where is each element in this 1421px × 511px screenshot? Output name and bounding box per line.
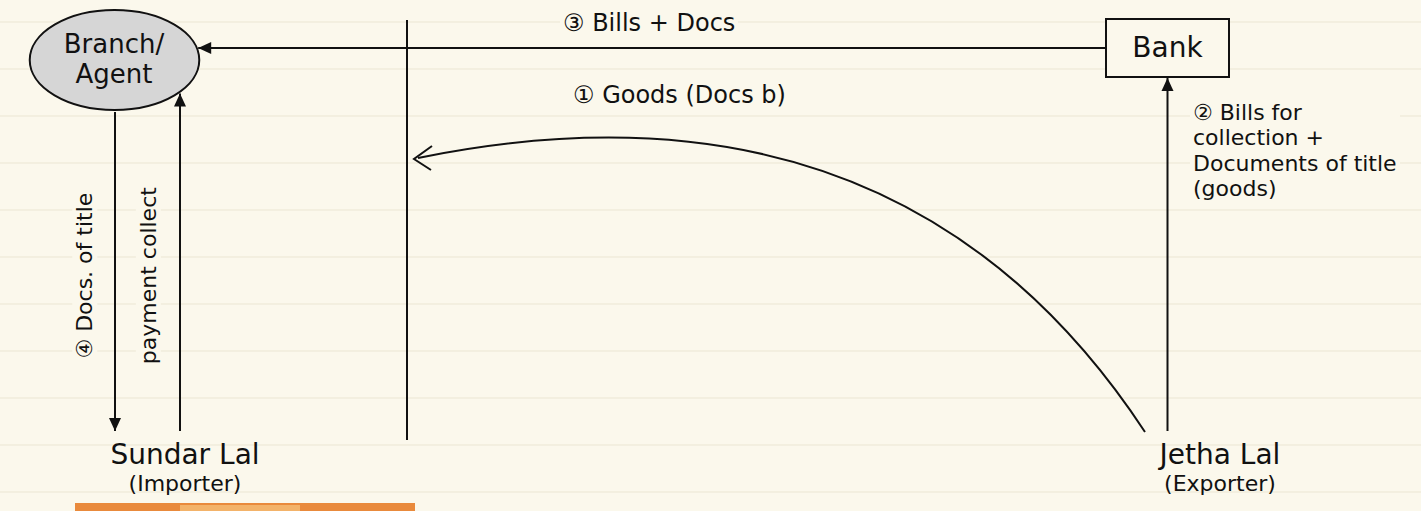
arrowhead bbox=[109, 418, 121, 431]
agent-ellipse: Branch/ Agent bbox=[28, 8, 201, 112]
photo-inset bbox=[75, 503, 415, 511]
arrowhead bbox=[1162, 78, 1174, 91]
flow-arrow bbox=[1162, 78, 1174, 431]
node-title: Branch/ Agent bbox=[58, 30, 170, 90]
ellipse-shape bbox=[29, 10, 199, 110]
callout-label: ① Goods (Docs b) bbox=[570, 82, 789, 110]
flow-arrow bbox=[198, 42, 1105, 54]
edge-label: ③ Bills + Docs bbox=[560, 10, 738, 38]
arrow-line bbox=[1167, 78, 1169, 431]
node-title: Jetha Lal bbox=[1160, 439, 1281, 471]
node-subtitle: (Exporter) bbox=[1164, 471, 1276, 496]
node-title: Bank bbox=[1132, 32, 1202, 64]
importer-node: Sundar Lal(Importer) bbox=[95, 435, 275, 501]
arrowhead bbox=[198, 42, 211, 54]
border-line bbox=[406, 20, 408, 440]
photo-inset-light bbox=[180, 505, 300, 511]
flow-arrow bbox=[109, 112, 121, 431]
flow-arrow bbox=[174, 94, 186, 431]
bank-box: Bank bbox=[1105, 18, 1230, 78]
node-title: Sundar Lal bbox=[110, 439, 259, 471]
edge-label: ② Bills for collection + Documents of ti… bbox=[1190, 100, 1400, 201]
node-subtitle: (Importer) bbox=[129, 471, 242, 496]
goods-arrowhead bbox=[414, 146, 432, 170]
goods-curve bbox=[418, 138, 1145, 432]
arrow-line bbox=[179, 94, 181, 431]
arrow-line bbox=[114, 112, 116, 431]
ruled-lines bbox=[0, 22, 1421, 492]
arrow-line bbox=[198, 47, 1105, 49]
arrowhead bbox=[174, 94, 186, 107]
edge-label: ④ Docs. of title bbox=[72, 189, 97, 361]
exporter-node: Jetha Lal(Exporter) bbox=[1130, 435, 1310, 501]
edge-label: payment collect bbox=[135, 184, 160, 367]
